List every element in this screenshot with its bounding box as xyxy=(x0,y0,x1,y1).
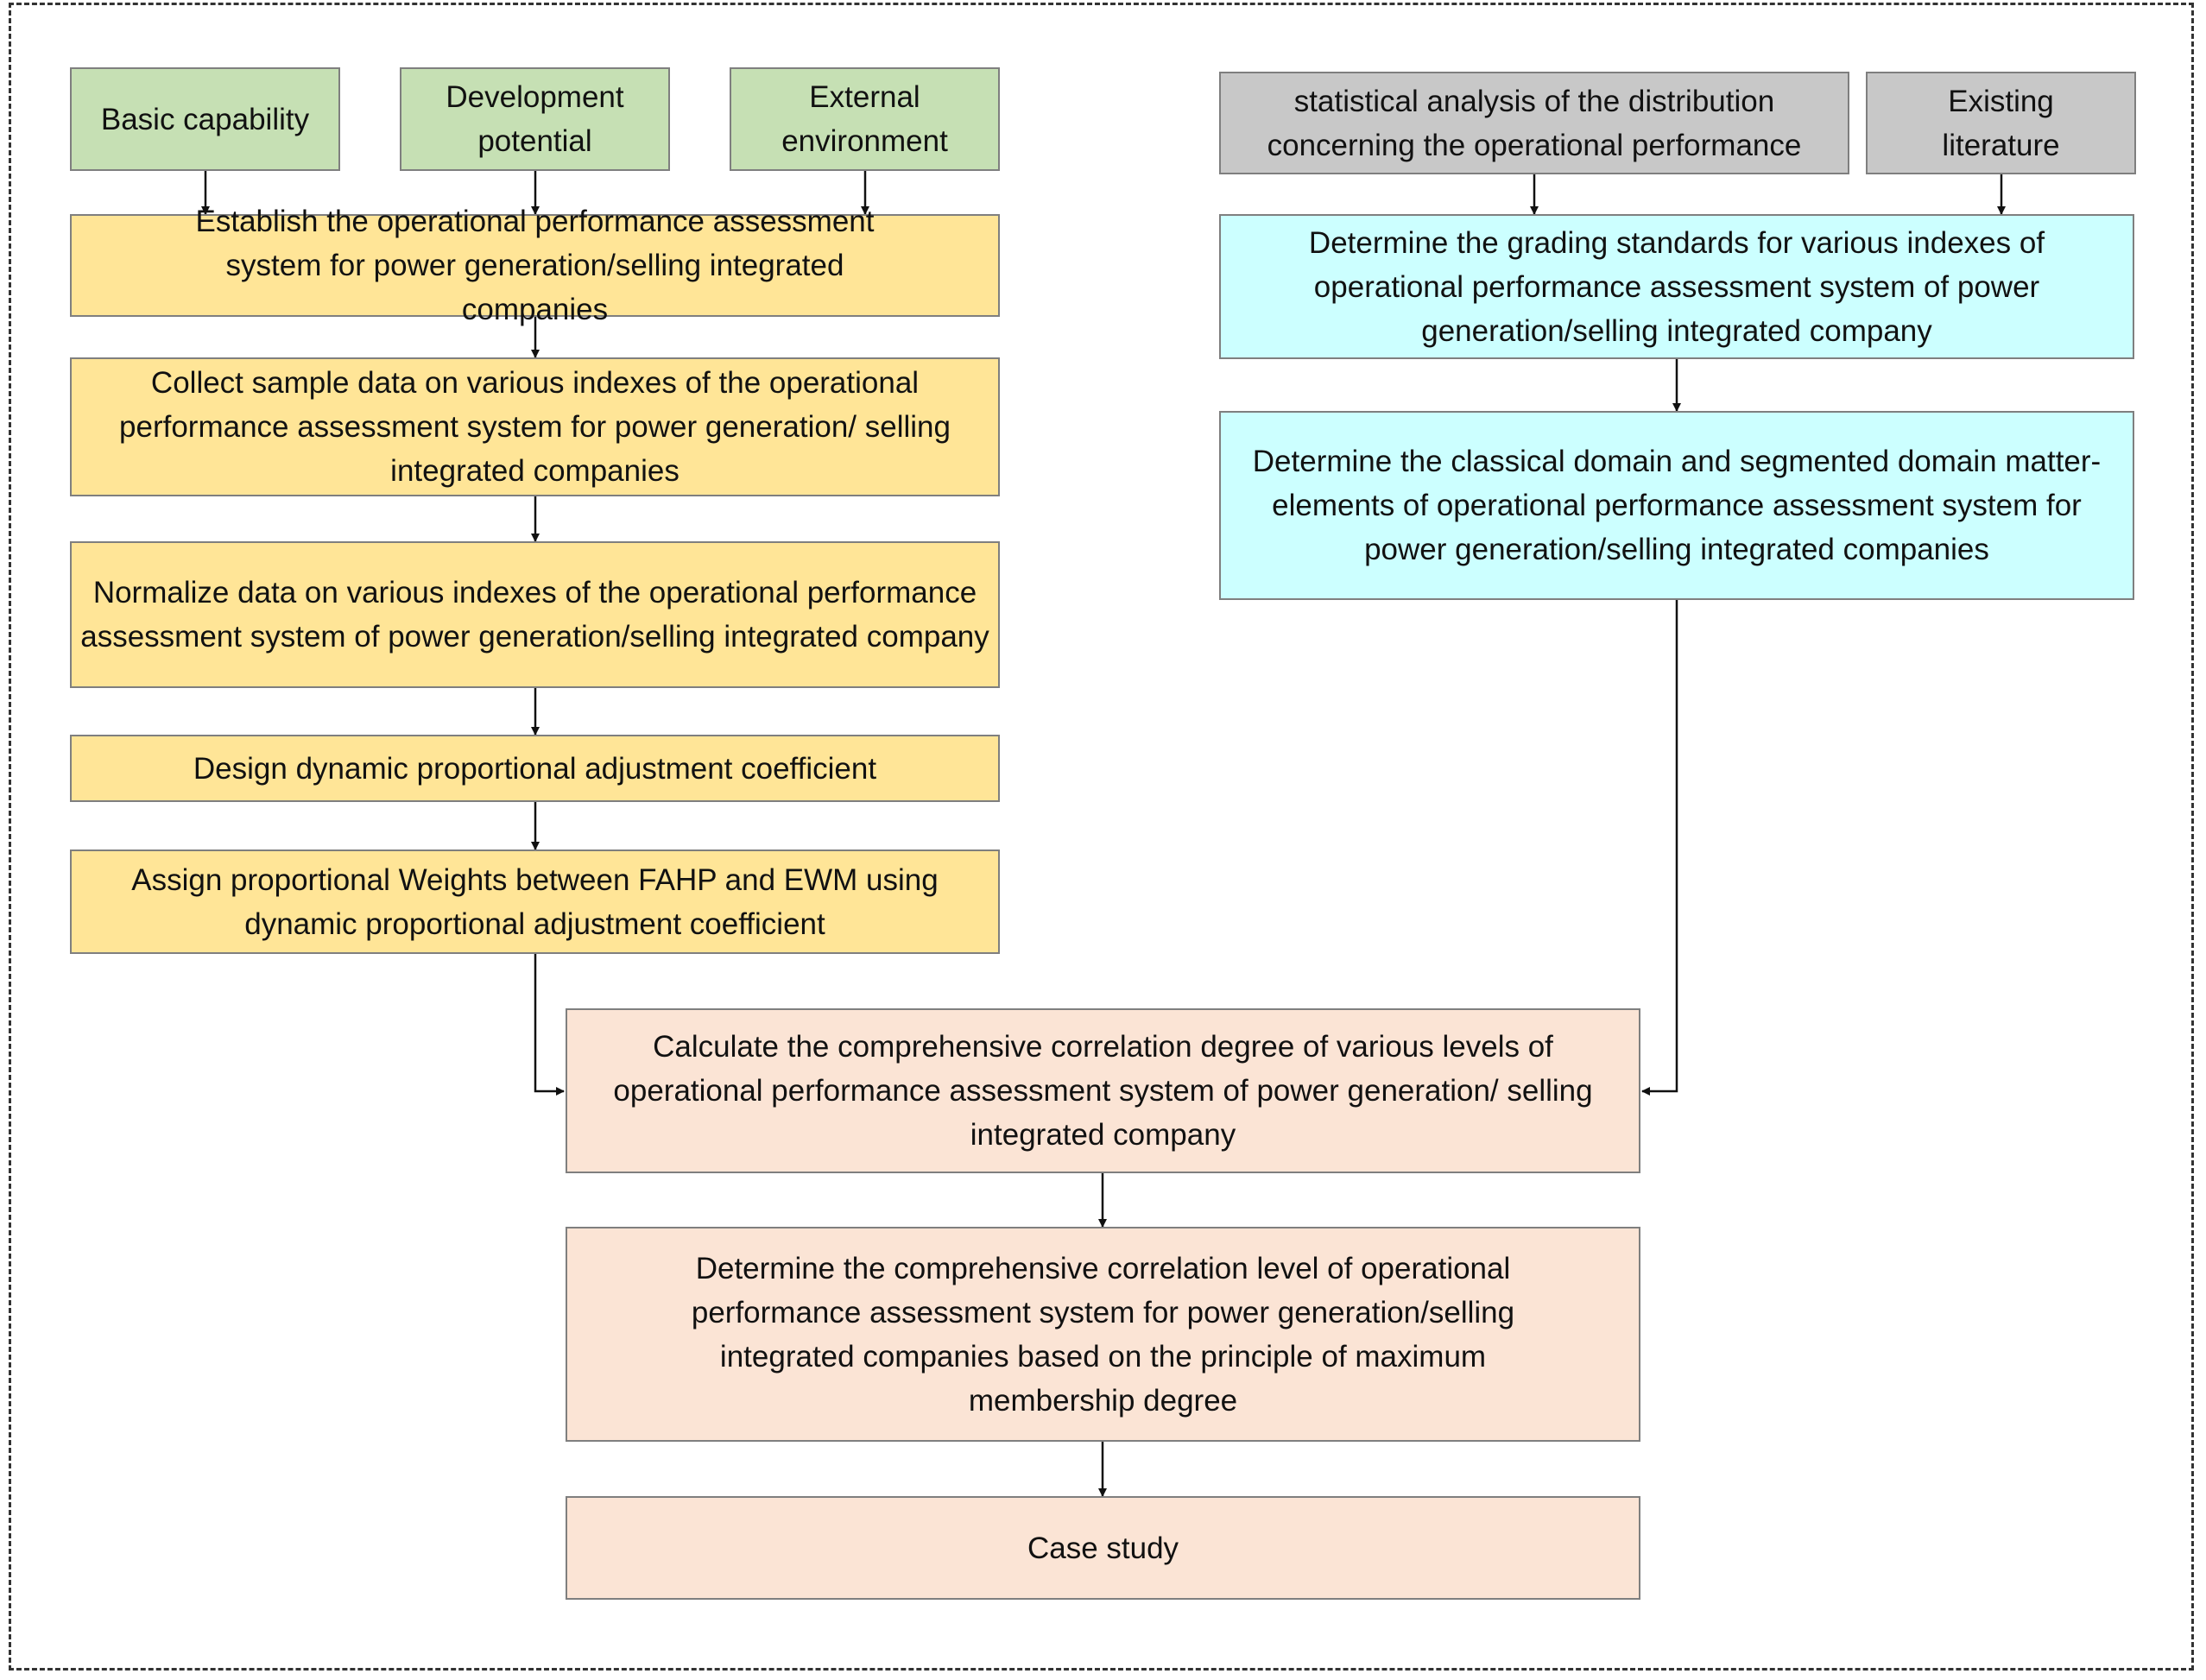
case-study-label: Case study xyxy=(1027,1531,1179,1565)
establish-system-label: Establish the operational performance as… xyxy=(195,205,875,326)
design-coefficient-label: Design dynamic proportional adjustment c… xyxy=(193,751,877,786)
normalize-data-box: Normalize data on various indexes of the… xyxy=(70,541,1000,688)
establish-system-box: Establish the operational performance as… xyxy=(70,205,1000,326)
assign-weights-box: Assign proportional Weights between FAHP… xyxy=(70,849,1000,954)
development-potential-label: Development potential xyxy=(446,80,624,158)
existing-literature-label: Existing literature xyxy=(1942,84,2060,162)
existing-literature-box: Existing literature xyxy=(1866,72,2136,174)
normalize-data-label: Normalize data on various indexes of the… xyxy=(80,576,989,654)
basic-capability-label: Basic capability xyxy=(100,102,310,136)
development-potential-box: Development potential xyxy=(400,67,670,171)
grading-standards-box: Determine the grading standards for vari… xyxy=(1219,214,2134,359)
arrow-domain-to-calculate xyxy=(1641,600,1678,1096)
grading-standards-label: Determine the grading standards for vari… xyxy=(1308,225,2045,348)
classical-domain-label: Determine the classical domain and segme… xyxy=(1252,445,2102,566)
collect-data-label: Collect sample data on various indexes o… xyxy=(119,366,951,488)
correlation-level-label: Determine the comprehensive correlation … xyxy=(691,1251,1515,1418)
statistical-analysis-label: statistical analysis of the distribution… xyxy=(1267,84,1802,162)
calculate-correlation-box: Calculate the comprehensive correlation … xyxy=(566,1008,1640,1173)
basic-capability-box: Basic capability xyxy=(70,67,340,171)
assign-weights-label: Assign proportional Weights between FAHP… xyxy=(131,862,939,941)
arrow-assign-to-calculate xyxy=(534,954,565,1096)
collect-data-box: Collect sample data on various indexes o… xyxy=(70,357,1000,496)
case-study-box: Case study xyxy=(566,1496,1640,1600)
diagram-frame xyxy=(9,3,2194,1671)
correlation-level-box: Determine the comprehensive correlation … xyxy=(566,1227,1640,1442)
statistical-analysis-box: statistical analysis of the distribution… xyxy=(1219,72,1849,174)
classical-domain-box: Determine the classical domain and segme… xyxy=(1219,411,2134,600)
design-coefficient-box: Design dynamic proportional adjustment c… xyxy=(70,735,1000,802)
external-environment-label: External environment xyxy=(781,80,948,158)
calculate-correlation-label: Calculate the comprehensive correlation … xyxy=(613,1030,1593,1152)
external-environment-box: External environment xyxy=(730,67,1000,171)
